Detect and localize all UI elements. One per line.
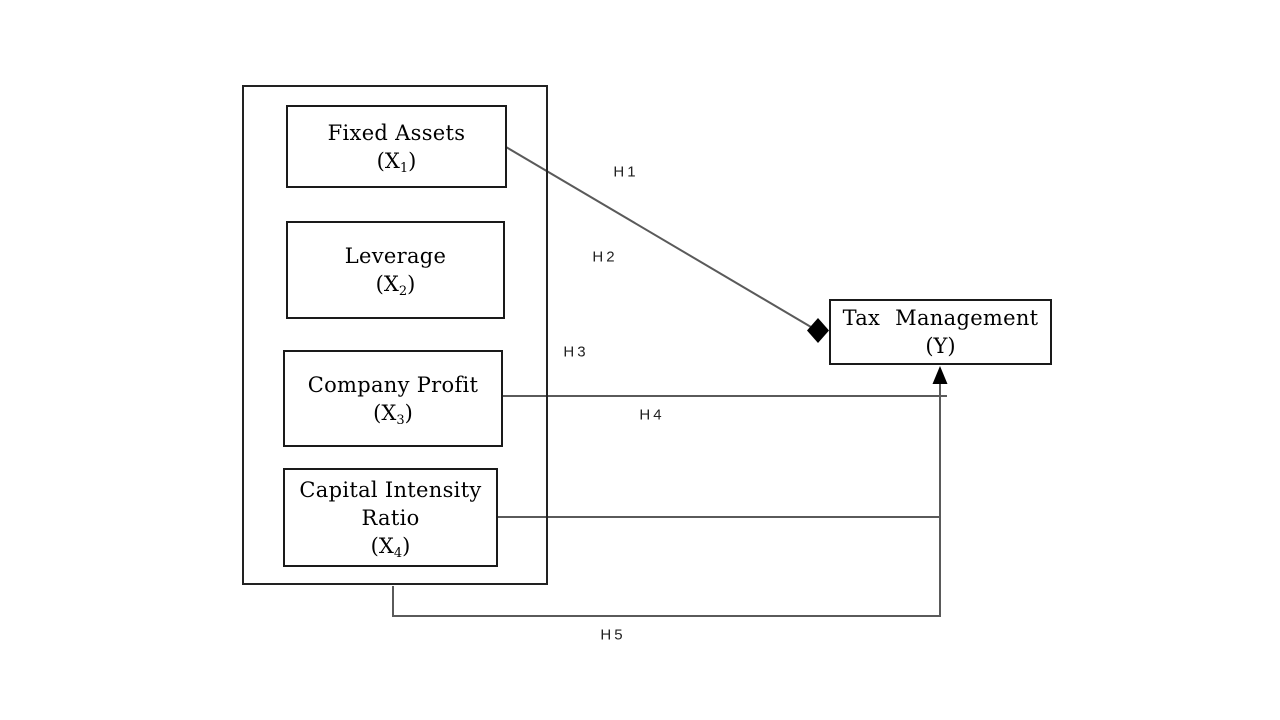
hypothesis-label-h4: H4 <box>639 406 665 424</box>
up-arrowhead-icon <box>932 366 948 384</box>
diamond-arrowhead-icon <box>807 318 829 343</box>
capital-intensity-ratio-box: Capital Intensity Ratio (X4) <box>283 468 498 567</box>
capital-intensity-ratio-label: Capital Intensity Ratio <box>299 477 482 530</box>
capital-intensity-ratio-symbol: (X4) <box>370 533 411 561</box>
fixed-assets-box: Fixed Assets (X1) <box>286 105 507 188</box>
leverage-symbol: (X2) <box>375 272 416 299</box>
company-profit-symbol: (X3) <box>373 400 413 428</box>
leverage-box: Leverage (X2) <box>286 221 505 319</box>
h5-connector-line <box>392 381 941 617</box>
fixed-assets-symbol: (X1) <box>376 148 417 176</box>
company-profit-box: Company Profit (X3) <box>283 350 503 447</box>
company-profit-label: Company Profit <box>307 372 479 397</box>
h1-connector-line <box>505 146 812 328</box>
leverage-label: Leverage <box>344 244 447 268</box>
hypothesis-label-h1: H1 <box>613 163 639 181</box>
hypothesis-label-h5: H5 <box>600 626 626 644</box>
tax-management-box: Tax Management (Y) <box>829 299 1052 365</box>
hypothesis-label-h2: H2 <box>592 248 618 266</box>
tax-management-symbol: (Y) <box>925 334 956 358</box>
fixed-assets-label: Fixed Assets <box>327 120 466 145</box>
hypothesis-label-h3: H3 <box>563 343 589 361</box>
tax-management-label: Tax Management <box>842 306 1039 330</box>
independent-variables-group-box <box>242 85 548 585</box>
